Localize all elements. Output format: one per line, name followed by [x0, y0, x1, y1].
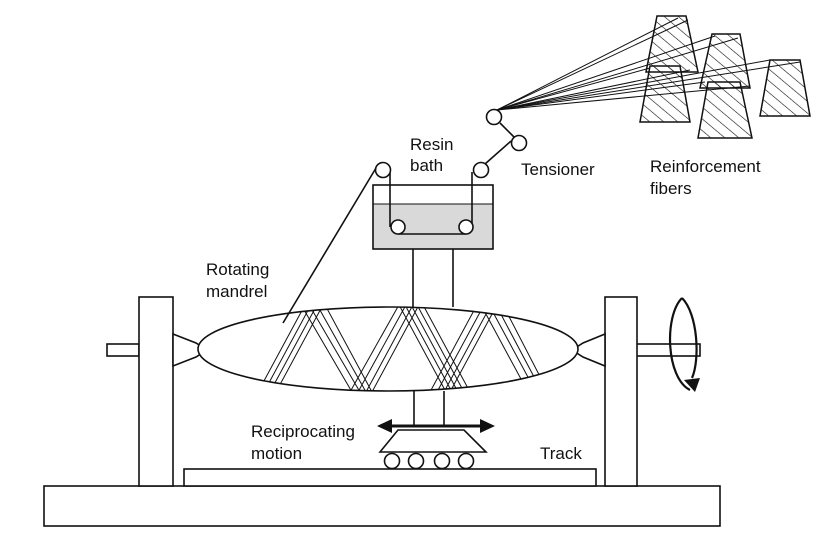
tensioner-roller-2	[485, 108, 503, 126]
fiber-spools	[639, 15, 811, 139]
spool-3	[639, 65, 691, 123]
label-track: Track	[540, 444, 582, 463]
label-reciprocating-line2: motion	[251, 444, 302, 463]
track-rail	[183, 468, 597, 487]
bath-exit-roller	[374, 161, 392, 179]
spool-1	[645, 15, 699, 73]
right-shaft	[635, 343, 701, 357]
bath-entry-roller	[472, 161, 490, 179]
label-reinforcement-line2: fibers	[650, 179, 692, 198]
spool-5	[759, 59, 811, 117]
tensioner-roller-1	[510, 134, 528, 152]
label-tensioner: Tensioner	[521, 160, 595, 179]
resin-bath-tank	[372, 184, 494, 250]
carriage-wheels	[383, 452, 475, 470]
tensioner-fiber-path	[484, 122, 515, 165]
spool-2	[699, 33, 751, 89]
wound-fibers	[257, 307, 549, 391]
left-stand	[138, 296, 174, 487]
base-plate	[43, 485, 721, 527]
label-rotating-mandrel-line2: mandrel	[206, 282, 267, 301]
left-shaft	[106, 343, 140, 357]
bath-fiber-path	[389, 172, 473, 235]
label-rotating-mandrel-line1: Rotating	[206, 260, 269, 279]
right-stand	[604, 296, 638, 487]
carriage-body	[378, 429, 488, 453]
bath-roller-right	[458, 219, 474, 235]
reciprocating-arrow-icon	[377, 419, 495, 433]
label-resin-bath-line1: Resin	[410, 135, 453, 154]
label-reciprocating-line1: Reciprocating	[251, 422, 355, 441]
rotation-arrow-icon	[668, 297, 700, 392]
bath-roller-left	[390, 219, 406, 235]
spool-4	[697, 81, 753, 139]
label-resin-bath-line2: bath	[410, 156, 443, 175]
label-reinforcement-line1: Reinforcement	[650, 157, 761, 176]
fiber-to-mandrel	[282, 167, 377, 324]
